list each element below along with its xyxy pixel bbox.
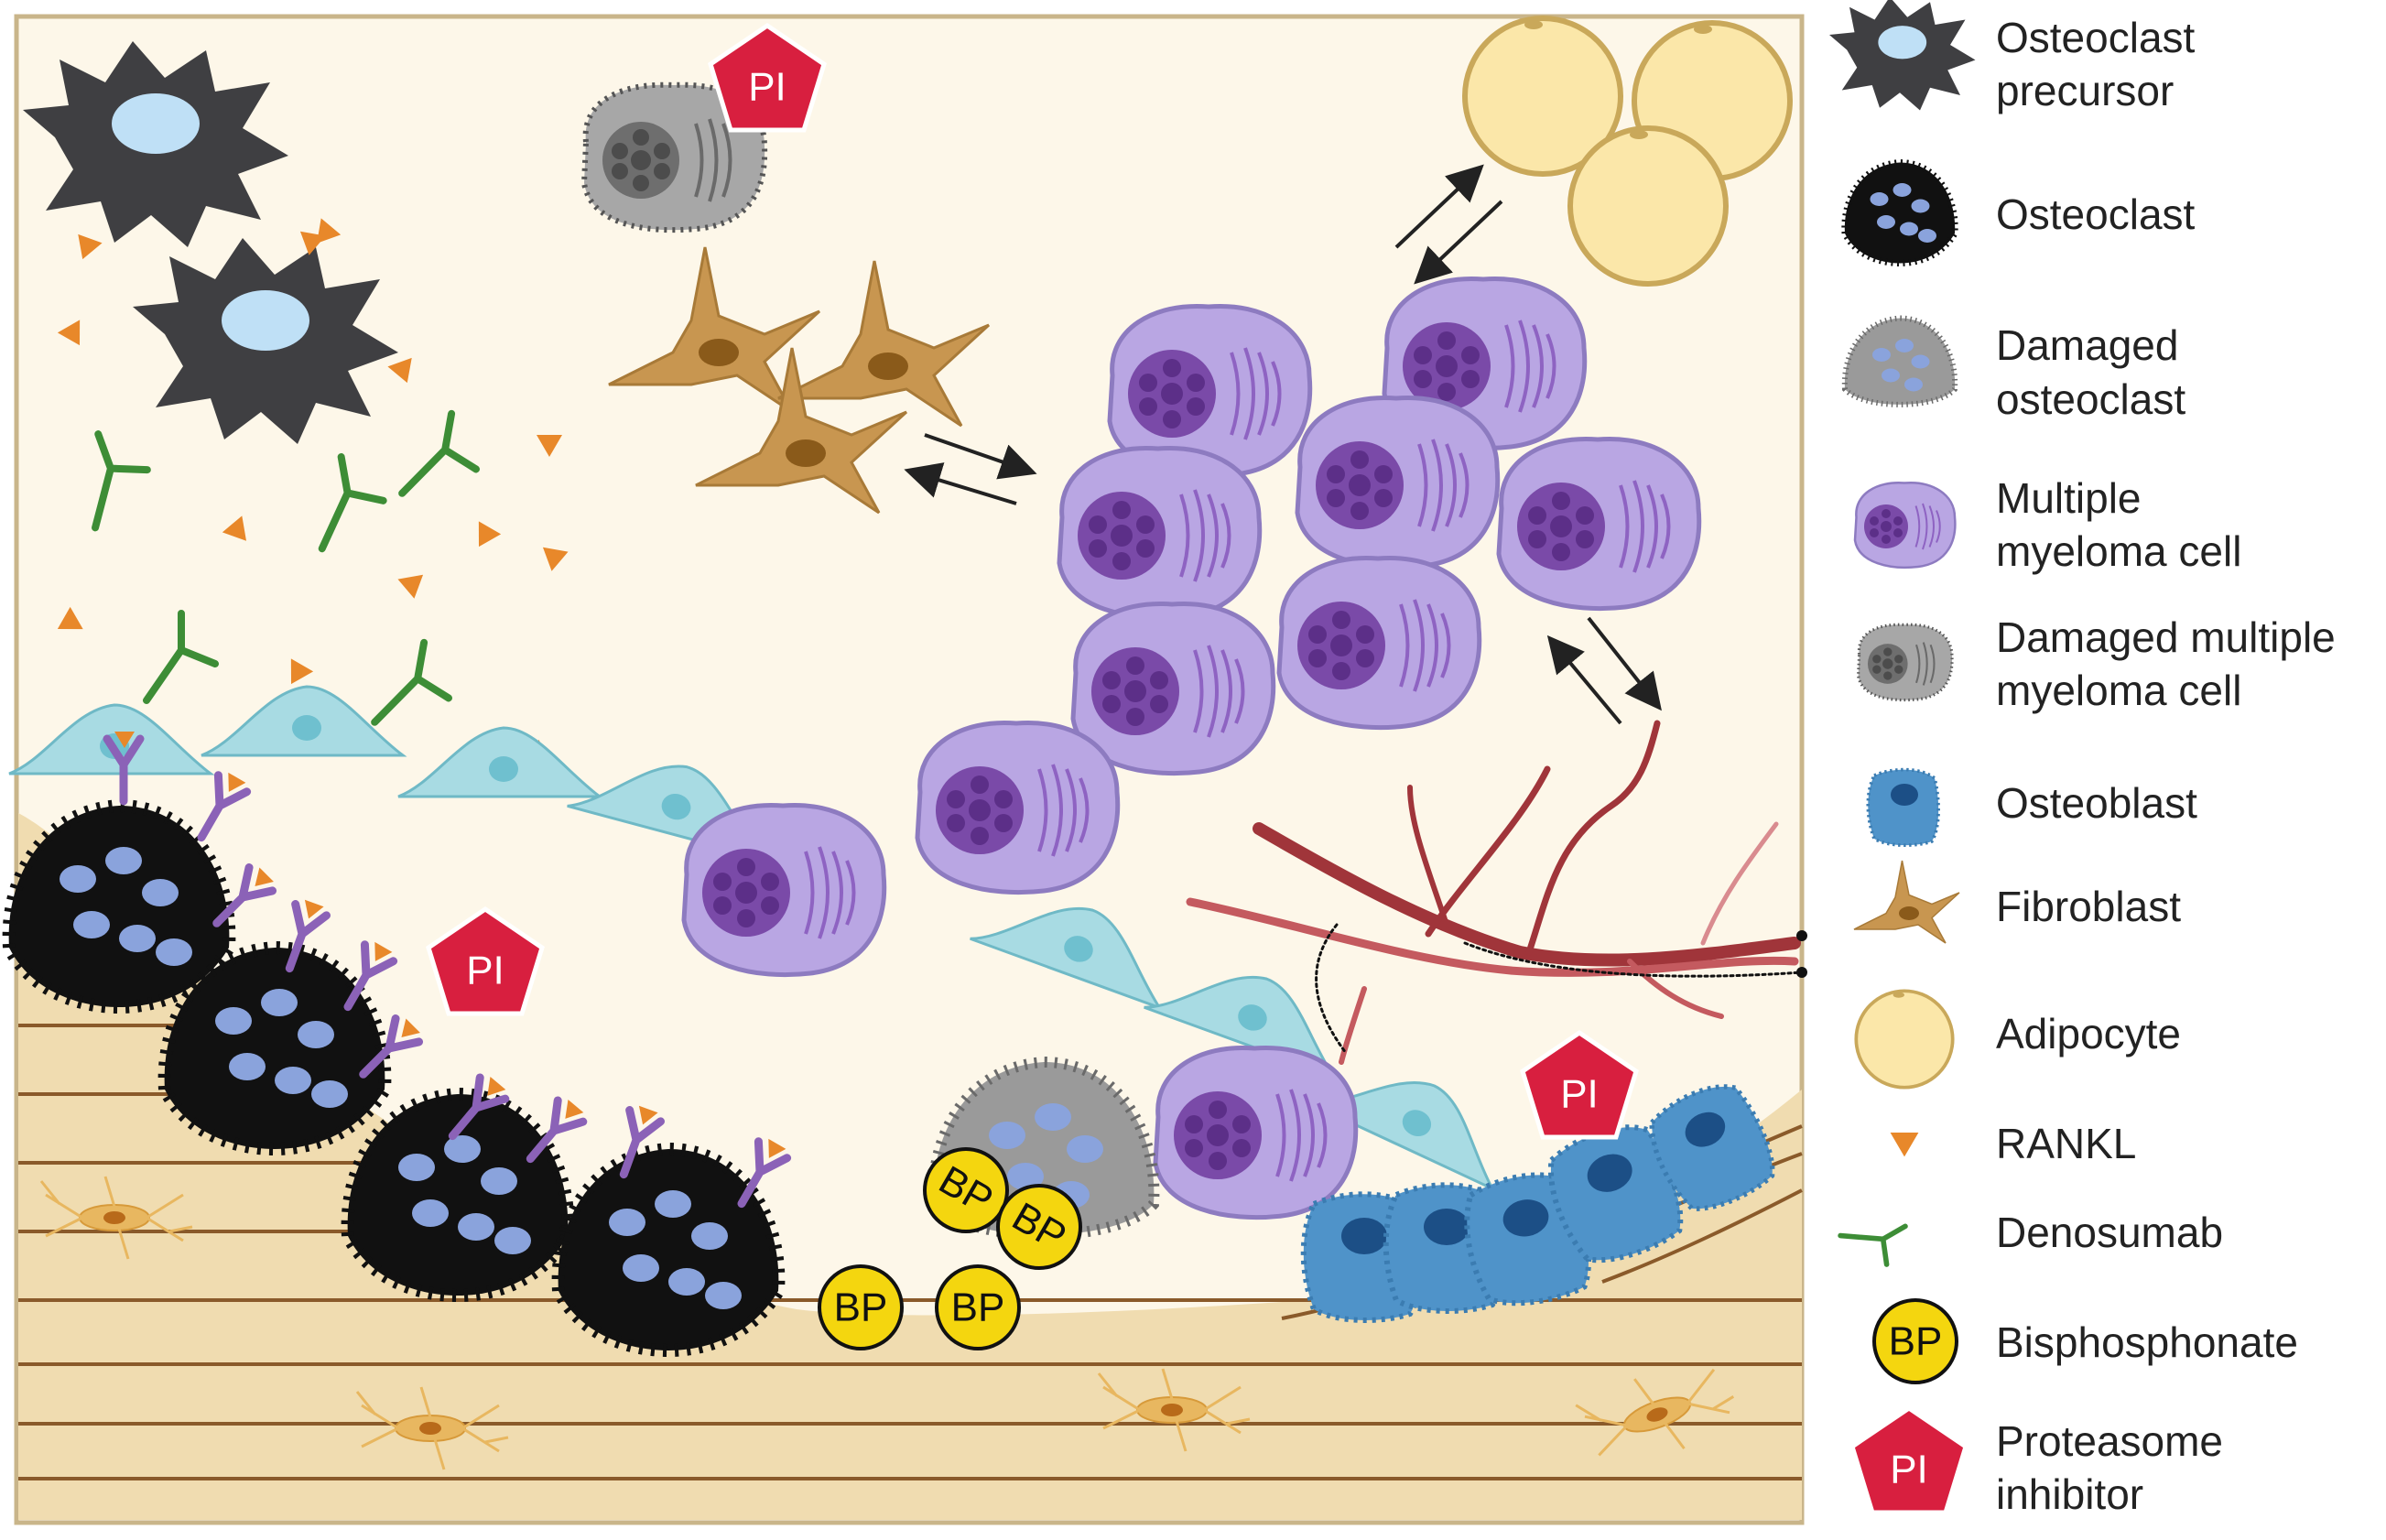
fibroblast-icon [1854,861,1959,943]
legend: Osteoclast precursor Osteoclast Damaged … [1829,0,2336,1518]
damaged-osteoclast-icon [1845,319,1955,405]
svg-text:PI: PI [748,65,786,110]
legend-pi-label: PI [1890,1448,1928,1492]
legend-label: Adipocyte [1996,1010,2181,1057]
legend-label: Bisphosphonate [1996,1318,2298,1366]
vessel-end-dot [1796,967,1807,978]
adipocyte-icon [1856,991,1952,1087]
legend-label: Fibroblast [1996,883,2181,930]
myeloma-cell [1155,1047,1356,1217]
legend-label: Osteoblast [1996,779,2197,827]
legend-label: Damaged [1996,321,2178,369]
legend-label: Multiple [1996,474,2142,522]
myeloma-cell [1279,558,1480,727]
adipocyte [1570,128,1726,284]
osteoclast-icon [1845,163,1955,264]
svg-text:BP: BP [951,1285,1005,1330]
legend-label: myeloma cell [1996,667,2241,714]
legend-label: Denosumab [1996,1209,2223,1256]
myeloma-cell [917,722,1118,892]
osteoblast-icon [1868,770,1938,846]
denosumab-icon [1840,1205,1917,1277]
legend-label: osteoclast [1996,375,2185,423]
myeloma-cell-icon [1855,483,1955,568]
legend-label: Osteoclast [1996,14,2196,61]
myeloma-cell [1297,397,1498,567]
myeloma-cell [1073,603,1274,773]
legend-label: myeloma cell [1996,527,2241,575]
svg-text:BP: BP [834,1285,888,1330]
legend-bp-label: BP [1889,1319,1943,1364]
legend-label: Proteasome [1996,1417,2223,1465]
damaged-myeloma-cell-icon [1859,624,1953,700]
legend-label: precursor [1996,67,2174,114]
vessel-end-dot [1796,930,1807,941]
osteoclast-precursor-icon [1829,0,1976,110]
myeloma-cell [1059,448,1260,617]
legend-label: RANKL [1996,1120,2136,1167]
myeloma-cell [684,805,884,974]
svg-text:PI: PI [1560,1072,1599,1117]
svg-text:PI: PI [466,949,504,993]
legend-label: inhibitor [1996,1470,2143,1518]
legend-label: Osteoclast [1996,190,2196,238]
myeloma-cell [1499,439,1699,608]
legend-label: Damaged multiple [1996,613,2336,661]
rankl-icon [1891,1133,1919,1156]
